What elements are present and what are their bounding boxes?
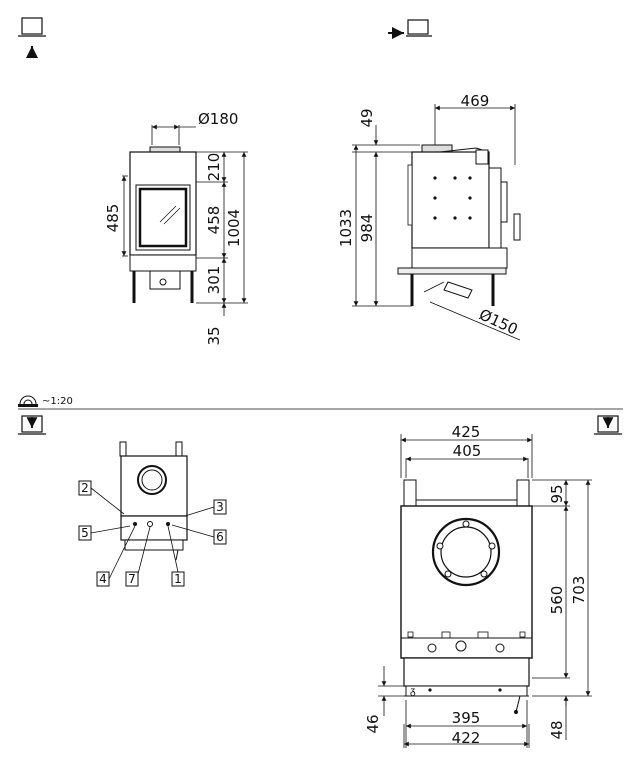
top-lower-395-dim: 395: [452, 709, 481, 727]
front-leg-dim: 35: [205, 326, 223, 345]
top-lower-422-dim: 422: [452, 729, 481, 747]
side-view: 469 49 1033 984 Ø150: [337, 92, 521, 341]
top-view: 425 405 ᵹ: [364, 423, 592, 748]
callout-6: 6: [171, 524, 227, 545]
callout-4: 4: [96, 525, 136, 587]
side-top-gap-dim: 49: [358, 108, 376, 127]
callout-2: 2: [78, 480, 125, 515]
top-inner-w-dim: 405: [453, 442, 482, 460]
callout-1: 1: [167, 525, 185, 587]
side-total-dim: 1033: [337, 209, 355, 247]
svg-text:3: 3: [216, 500, 224, 514]
scale-label: ~1:20: [42, 396, 73, 407]
svg-text:1: 1: [174, 572, 182, 586]
callout-7: 7: [125, 526, 151, 587]
front-total-dim: 1004: [225, 209, 243, 247]
view-icon-front: [18, 17, 46, 58]
view-icon-top-right: [594, 415, 622, 435]
front-view: Ø180 485 210 458 301 1004 35: [104, 110, 248, 346]
top-depth-560-dim: 560: [548, 586, 566, 615]
side-depth-dim: 469: [461, 92, 490, 110]
svg-text:2: 2: [81, 481, 89, 495]
svg-text:5: 5: [81, 526, 89, 540]
svg-text:6: 6: [216, 530, 224, 544]
scale-indicator: ~1:20: [18, 395, 623, 410]
side-body-dim: 984: [358, 214, 376, 243]
front-door-dim: 485: [104, 204, 122, 233]
top-depth-703-dim: 703: [570, 576, 588, 605]
svg-text:4: 4: [99, 572, 107, 586]
callout-3: 3: [184, 499, 227, 517]
top-left-46-dim: 46: [364, 714, 382, 733]
front-lower-dim: 301: [205, 266, 223, 295]
svg-text:ᵹ: ᵹ: [410, 686, 416, 697]
front-top-dim: 210: [205, 153, 223, 182]
view-icon-side: [388, 19, 432, 39]
svg-text:7: 7: [128, 572, 136, 586]
rear-small-view: 2 3 5 6 4 7 1: [78, 441, 227, 587]
front-glass-dim: 458: [205, 206, 223, 235]
top-depth-95-dim: 95: [548, 484, 566, 503]
top-outer-w-dim: 425: [452, 423, 481, 441]
callout-5: 5: [78, 525, 131, 541]
front-flue-dim: Ø180: [198, 110, 238, 128]
top-right-48-dim: 48: [548, 720, 566, 739]
view-icon-top-left: [18, 415, 46, 435]
side-air-dim: Ø150: [476, 305, 520, 338]
